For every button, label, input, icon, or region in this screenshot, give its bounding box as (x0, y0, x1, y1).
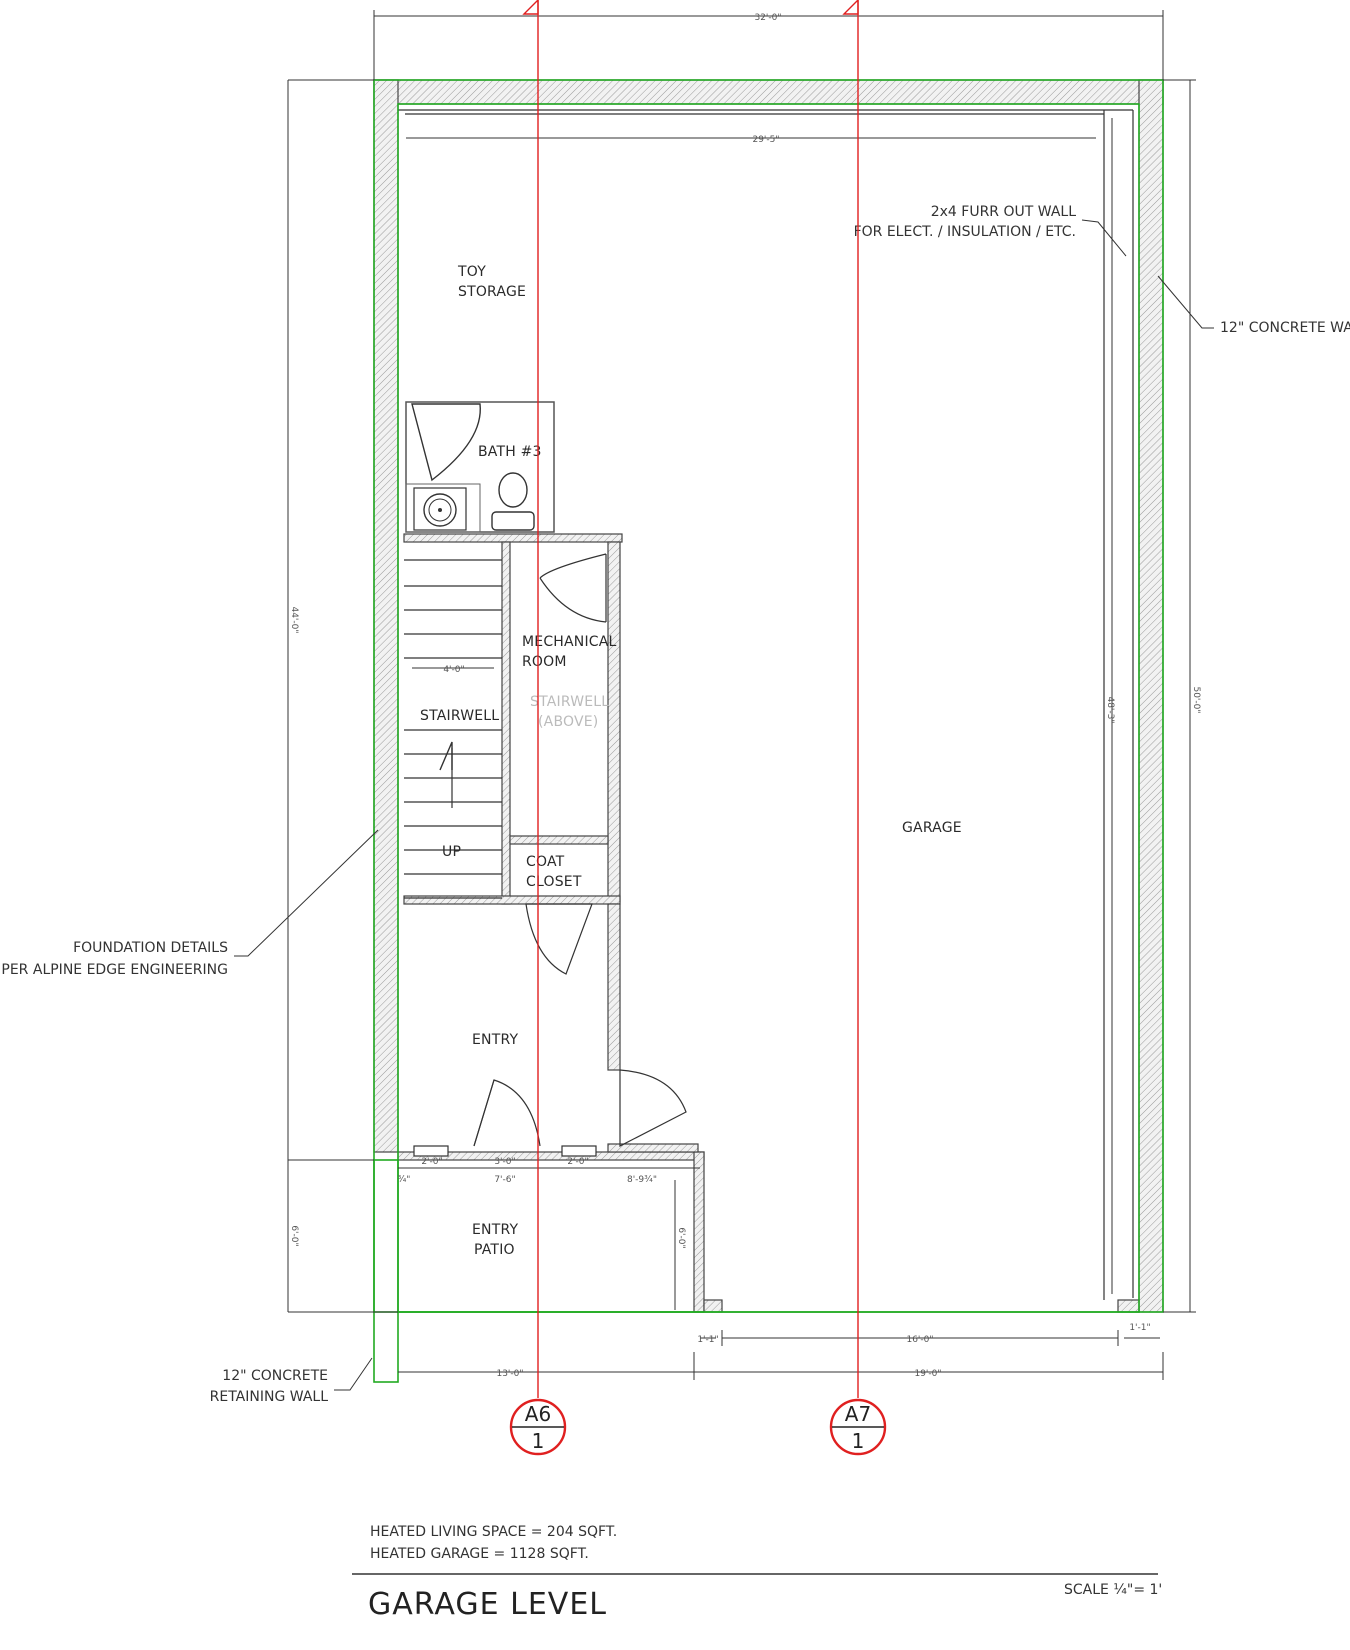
section-marker-a7: A7 1 (829, 1398, 887, 1456)
label-mechanical-1: MECHANICAL (522, 634, 617, 650)
dim-left-overall: 44'-0" (289, 606, 299, 633)
dim-bottom-left: 13'-0" (496, 1369, 523, 1379)
label-entry-patio-2: PATIO (474, 1242, 515, 1258)
label-toy-storage-1: TOY (457, 264, 486, 280)
label-bath: BATH #3 (478, 444, 542, 460)
label-stairwell: STAIRWELL (420, 708, 499, 724)
label-stairwell-above-2: (ABOVE) (538, 714, 598, 730)
bath-fixtures (411, 403, 535, 531)
room-labels: TOY STORAGE BATH #3 MECHANICAL ROOM STAI… (420, 264, 962, 1258)
dim-right-overall: 50'-0" (1191, 686, 1201, 713)
dim-right-jamb: 1'-1" (1129, 1323, 1150, 1333)
dimension-labels: 32'-0" 29'-5" 44'-0" 50'-0" 48'-3" 4'-0"… (289, 13, 1201, 1379)
furring-wall (398, 109, 1134, 1300)
drawing-scale: SCALE ¼"= 1' (1064, 1582, 1162, 1598)
label-up: UP (442, 844, 461, 860)
stair-treads (404, 559, 502, 899)
section-a7-sheet: 1 (852, 1429, 865, 1453)
dim-entry-right: 8'-9¾" (627, 1175, 657, 1185)
note-retaining-2: RETAINING WALL (210, 1389, 329, 1405)
label-coat-2: CLOSET (526, 874, 582, 890)
dim-entry-width: 7'-6" (494, 1175, 515, 1185)
dim-stair-width: 4'-0" (443, 665, 464, 675)
exterior-walls (373, 79, 1164, 1313)
label-garage: GARAGE (902, 820, 962, 836)
note-foundation-1: FOUNDATION DETAILS (73, 940, 228, 956)
dim-patio-depth: 6'-0" (676, 1227, 686, 1248)
label-coat-1: COAT (526, 854, 565, 870)
leader-notes: 2x4 FURR OUT WALL FOR ELECT. / INSULATIO… (0, 204, 1350, 1405)
area-garage: HEATED GARAGE = 1128 SQFT. (370, 1546, 589, 1562)
dim-garage-door: 16'-0" (906, 1335, 933, 1345)
label-mechanical-2: ROOM (522, 654, 567, 670)
area-living: HEATED LIVING SPACE = 204 SQFT. (370, 1524, 617, 1540)
note-retaining-1: 12" CONCRETE (222, 1368, 328, 1384)
dim-left-lower: 6'-0" (289, 1225, 299, 1246)
dim-inner-height: 48'-3" (1105, 696, 1115, 723)
note-foundation-2: AS PER ALPINE EDGE ENGINEERING (0, 962, 228, 978)
section-cuts (522, 0, 859, 1398)
section-marker-a6: A6 1 (509, 1398, 567, 1456)
interior-walls (403, 401, 699, 1157)
section-a6-label: A6 (525, 1402, 551, 1426)
label-toy-storage-2: STORAGE (458, 284, 526, 300)
slab-outline (373, 79, 1164, 1383)
title-block: HEATED LIVING SPACE = 204 SQFT. HEATED G… (352, 1524, 1162, 1622)
dim-inner-width: 29'-5" (752, 135, 779, 145)
section-a6-sheet: 1 (532, 1429, 545, 1453)
dim-door-b: 3'-0" (494, 1157, 515, 1167)
dim-door-c: 2'-0" (567, 1157, 588, 1167)
label-entry-patio-1: ENTRY (472, 1222, 519, 1238)
dim-bottom-right: 19'-0" (914, 1369, 941, 1379)
section-a7-label: A7 (845, 1402, 871, 1426)
dim-door-a: 2'-0" (421, 1157, 442, 1167)
label-entry: ENTRY (472, 1032, 519, 1048)
dim-top-overall: 32'-0" (754, 13, 781, 23)
note-concrete-wall: 12" CONCRETE WALL (1220, 320, 1350, 336)
door-swings (473, 553, 687, 1147)
note-furr-2: FOR ELECT. / INSULATION / ETC. (854, 224, 1076, 240)
dim-quarter: ¾" (398, 1175, 411, 1185)
dim-left-jamb: 1'-1" (697, 1335, 718, 1345)
dimension-lines (287, 10, 1196, 1380)
label-stairwell-above-1: STAIRWELL (530, 694, 609, 710)
drawing-title: GARAGE LEVEL (368, 1587, 607, 1622)
note-furr-1: 2x4 FURR OUT WALL (931, 204, 1076, 220)
